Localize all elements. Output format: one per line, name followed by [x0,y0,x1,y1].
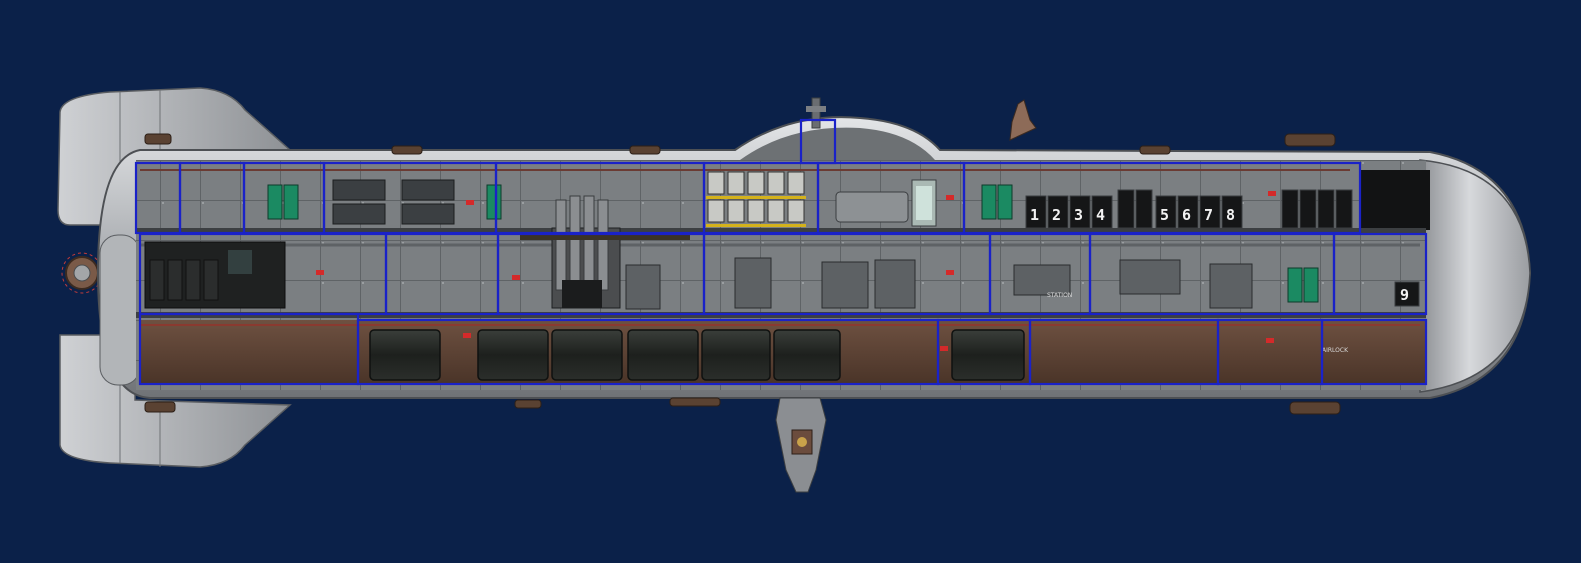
dock-number-5: 5 [1160,206,1169,224]
medical-equipment [835,179,937,227]
dock-number-7: 7 [1204,206,1213,224]
periscope-mast [806,97,1037,141]
airlock-plate: AIRLOCK [1322,347,1349,354]
green-lockers [267,184,1319,303]
propeller-hub [61,252,103,294]
station-plate: STATION [1047,292,1072,299]
crew-bunks [332,179,455,225]
ballast-tanks [369,329,1025,381]
dock-number-3: 3 [1074,206,1083,224]
docking-numbers: 1 2 3 4 5 6 7 8 9 [1030,206,1409,304]
engine-block [144,241,286,309]
supply-cabinets [707,171,805,223]
dock-number-4: 4 [1096,206,1105,224]
alarm-lights [316,191,1276,351]
dock-number-9: 9 [1400,286,1409,304]
dock-number-8: 8 [1226,206,1235,224]
dock-number-6: 6 [1182,206,1191,224]
dock-number-2: 2 [1052,206,1061,224]
nose-cone [1419,159,1531,393]
loader-racks [1025,189,1420,307]
docked-shuttle [775,397,827,493]
reactor [520,195,690,309]
dock-number-1: 1 [1030,206,1039,224]
midship-machines [625,257,1253,310]
hazard-stripes [706,196,806,227]
room-outlines [134,118,1428,386]
hull-hatches [144,133,1341,415]
stern-ring [99,234,141,386]
